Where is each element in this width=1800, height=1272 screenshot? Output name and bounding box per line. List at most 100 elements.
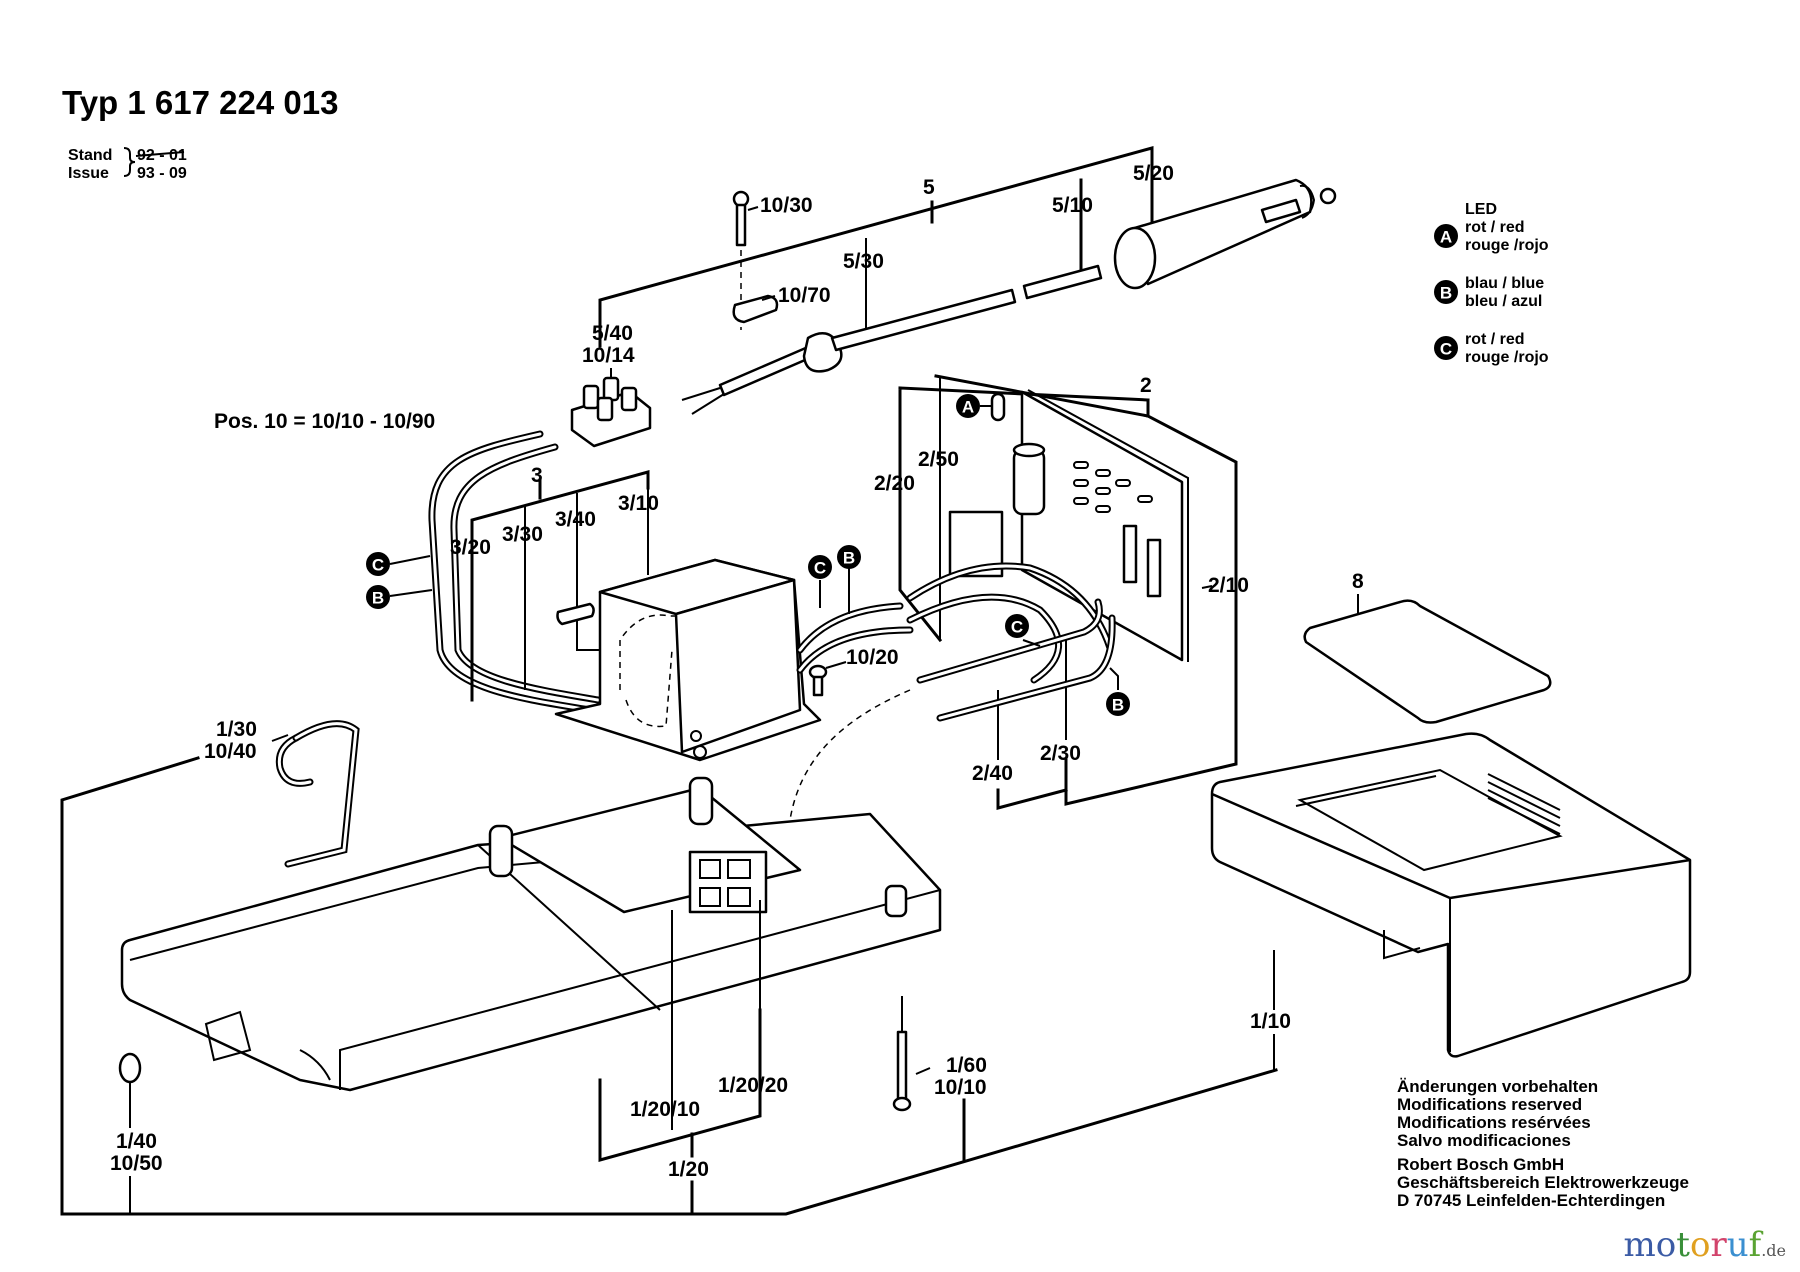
- label-5-10: 5/10: [1052, 194, 1093, 217]
- svg-text:B: B: [1112, 696, 1124, 715]
- brace: [123, 147, 136, 177]
- part-8-plate: 8: [1303, 570, 1552, 724]
- cable-segment-mid: [830, 288, 1017, 352]
- watermark-suffix: .de: [1761, 1241, 1786, 1260]
- svg-text:D 70745 Leinfelden-Echterdinge: D 70745 Leinfelden-Echterdingen: [1397, 1191, 1665, 1210]
- bracket-5: [598, 146, 1154, 348]
- clip-10-70: 10/70: [732, 284, 831, 324]
- label-10-40: 10/40: [204, 740, 257, 763]
- label-3-30: 3/30: [502, 523, 543, 546]
- svg-text:B: B: [372, 589, 384, 608]
- svg-text:B: B: [843, 549, 855, 568]
- watermark-letter: r: [1710, 1225, 1727, 1265]
- cable-leads: [681, 387, 725, 415]
- svg-text:C: C: [814, 559, 826, 578]
- label-3-20: 3/20: [450, 536, 491, 559]
- legend-item-b: B blau / blue bleu / azul: [1434, 275, 1544, 310]
- pcb-components: [1073, 461, 1153, 513]
- part-group-2-pcb: 2 2/10 2/20 2/50 2/30 2/40 A: [874, 374, 1249, 810]
- label-3-10: 3/10: [618, 492, 659, 515]
- wire-hook-1-30: 1/30 10/40: [60, 718, 1278, 1216]
- part-group-5-cable: 5 5/10 5/20 5/30 5/40 10/14: [582, 146, 1337, 415]
- svg-text:rouge /rojo: rouge /rojo: [1465, 237, 1549, 254]
- svg-text:bleu / azul: bleu / azul: [1465, 293, 1542, 310]
- label-10-50: 10/50: [110, 1152, 163, 1175]
- motoruf-watermark: motoruf.de: [1624, 1225, 1786, 1265]
- watermark-letter: o: [1690, 1225, 1710, 1265]
- stand-label: Stand: [68, 147, 112, 164]
- led-legend: LED A rot / red rouge /rojo B blau / blu…: [1434, 201, 1549, 366]
- label-3: 3: [531, 464, 543, 487]
- stand-value: 92 - 01: [137, 147, 187, 164]
- strain-relief: [802, 331, 843, 373]
- footer-company: Robert Bosch GmbH Geschäftsbereich Elekt…: [1397, 1155, 1689, 1210]
- label-10-10: 10/10: [934, 1076, 987, 1099]
- marker-c-icon: [808, 555, 832, 579]
- wires-b-c: C B: [366, 430, 602, 714]
- bracket-2-right: [934, 374, 1238, 806]
- part-group-3-transformer: 3 3/10 3/20 3/30 3/40: [450, 464, 822, 762]
- label-10-20: 10/20: [846, 646, 899, 669]
- marker-b-icon: [837, 545, 861, 569]
- cable-segment-end: [1022, 264, 1103, 300]
- svg-text:C: C: [1011, 618, 1023, 637]
- svg-text:rouge /rojo: rouge /rojo: [1465, 349, 1549, 366]
- svg-text:blau / blue: blau / blue: [1465, 275, 1544, 292]
- label-5-30: 5/30: [843, 250, 884, 273]
- foot-1-40: 1/40 10/50: [110, 1052, 163, 1214]
- label-2: 2: [1140, 374, 1152, 397]
- marker-a-icon: [1434, 224, 1458, 248]
- svg-text:Salvo modificaciones: Salvo modificaciones: [1397, 1131, 1571, 1150]
- watermark-letter: f: [1749, 1225, 1764, 1265]
- label-2-40: 2/40: [972, 762, 1013, 785]
- label-2-20: 2/20: [874, 472, 915, 495]
- watermark-letter: u: [1727, 1225, 1749, 1265]
- label-5-40: 5/40: [592, 322, 633, 345]
- terminal-block: [570, 368, 652, 448]
- label-1-20-20: 1/20/20: [718, 1074, 788, 1097]
- svg-text:A: A: [1440, 228, 1452, 247]
- legend-heading: LED: [1465, 201, 1497, 218]
- wires-c-b-lower: C B: [916, 598, 1130, 722]
- bracket-3: [470, 470, 650, 702]
- label-5-20: 5/20: [1133, 162, 1174, 185]
- label-1-20: 1/20: [668, 1158, 709, 1181]
- svg-text:Modifications resérvées: Modifications resérvées: [1397, 1113, 1591, 1132]
- bracket-1-20: 1/20/10 1/20/20 1/20: [598, 900, 788, 1216]
- spacer: [556, 602, 595, 626]
- issue-label: Issue: [68, 165, 109, 182]
- marker-b-icon: [366, 585, 390, 609]
- svg-text:Robert Bosch GmbH: Robert Bosch GmbH: [1397, 1155, 1564, 1174]
- marker-c-icon: [1434, 336, 1458, 360]
- label-10-70: 10/70: [778, 284, 831, 307]
- wires-transformer-to-pcb: C B: [796, 545, 914, 674]
- issue-value: 93 - 09: [137, 165, 187, 182]
- label-2-30: 2/30: [1040, 742, 1081, 765]
- marker-b-icon: [1434, 280, 1458, 304]
- legend-item-a: A rot / red rouge /rojo: [1434, 219, 1549, 254]
- label-10-14: 10/14: [582, 344, 635, 367]
- svg-text:rot / red: rot / red: [1465, 219, 1525, 236]
- label-1-60: 1/60: [946, 1054, 987, 1077]
- label-1-20-10: 1/20/10: [630, 1098, 700, 1121]
- diagram-title: Typ 1 617 224 013: [62, 84, 338, 121]
- svg-text:Änderungen vorbehalten: Änderungen vorbehalten: [1397, 1077, 1598, 1096]
- watermark-letter: o: [1656, 1225, 1676, 1265]
- screw-10-20: 10/20: [808, 646, 899, 697]
- screw-1-60: 1/60 10/10: [892, 996, 987, 1162]
- label-1-40: 1/40: [116, 1130, 157, 1153]
- svg-text:rot / red: rot / red: [1465, 331, 1525, 348]
- watermark-text: motoruf.de: [1624, 1225, 1786, 1265]
- part-1-10-cover: 1/10: [1210, 732, 1692, 1070]
- marker-c-icon: [1005, 614, 1029, 638]
- label-1-10: 1/10: [1250, 1010, 1291, 1033]
- cigarette-lighter-plug: [1113, 178, 1337, 290]
- footer-notice: Änderungen vorbehalten Modifications res…: [1397, 1077, 1598, 1150]
- label-1-30: 1/30: [216, 718, 257, 741]
- cable-segment: [718, 345, 814, 397]
- label-8: 8: [1352, 570, 1364, 593]
- stand-strikethrough: [135, 151, 185, 157]
- svg-text:C: C: [1440, 340, 1452, 359]
- bracket-1: [60, 756, 1278, 1216]
